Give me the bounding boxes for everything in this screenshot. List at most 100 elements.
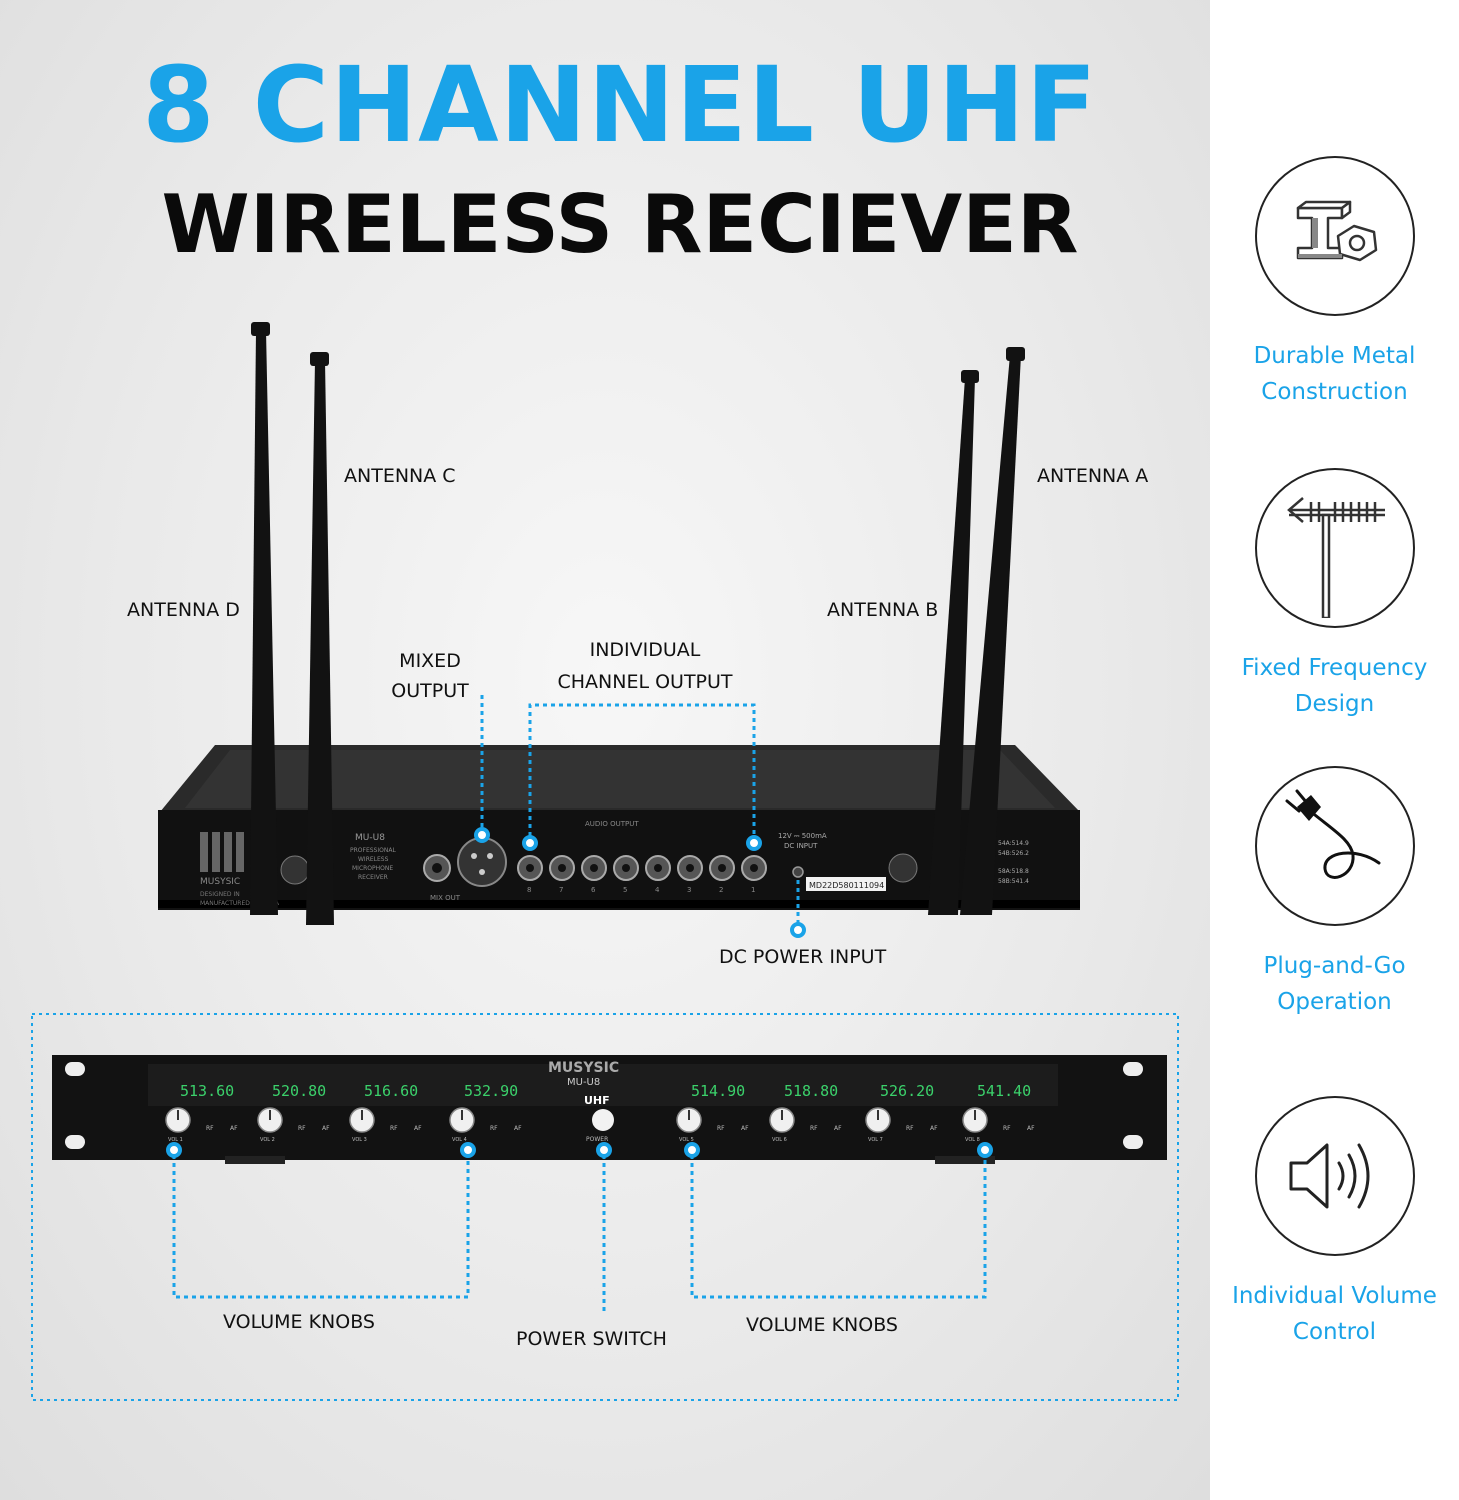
feature-fixed-frequency: Fixed Frequency Design (1210, 468, 1459, 722)
label-individual-1: INDIVIDUAL (589, 639, 701, 661)
rear-designed-in: DESIGNED IN (200, 891, 240, 898)
label-mixed-output-1: MIXED (399, 650, 461, 672)
rear-desc-3: MICROPHONE (352, 865, 393, 872)
af-indicator: AF (741, 1125, 749, 1132)
antenna-b (928, 378, 975, 915)
feature-circle (1254, 1096, 1415, 1256)
feature-circle (1254, 156, 1415, 316)
feature-caption: Durable Metal Construction (1210, 338, 1459, 410)
power-button[interactable] (592, 1109, 614, 1131)
xlr-mix-output (457, 837, 507, 887)
power-label: POWER (586, 1136, 608, 1143)
rear-view-receiver: MUSYSIC DESIGNED IN MANUFACTURED IN CHIN… (158, 745, 1080, 910)
antenna-icon (1286, 497, 1385, 618)
label-antenna-a: ANTENNA A (1037, 465, 1149, 487)
channel-output-jack: 2 (709, 855, 735, 894)
af-indicator: AF (230, 1125, 238, 1132)
frequency-display: 518.80 (784, 1082, 838, 1100)
label-volume-knobs-right: VOLUME KNOBS (746, 1314, 898, 1336)
rear-desc-1: PROFESSIONAL (350, 847, 396, 854)
rf-indicator: RF (298, 1125, 306, 1132)
channel-output-jack: 8 (517, 855, 543, 894)
label-mixed-output-2: OUTPUT (391, 680, 469, 702)
af-indicator: AF (930, 1125, 938, 1132)
volume-label: VOL 7 (868, 1137, 883, 1143)
serial-sticker (806, 877, 886, 891)
feature-line-1: Durable Metal (1253, 343, 1416, 369)
metal-beam-icon (1296, 200, 1377, 262)
dc-input-label: DC INPUT (784, 842, 818, 850)
antenna-c (306, 360, 334, 925)
feature-line-1: Fixed Frequency (1241, 655, 1428, 681)
label-antenna-b: ANTENNA B (827, 599, 939, 621)
rf-indicator: RF (1003, 1125, 1011, 1132)
front-callout-lines (172, 1155, 987, 1315)
channel-output-jack: 5 (613, 855, 639, 894)
feature-line-2: Control (1292, 1319, 1377, 1345)
front-brand: MUSYSIC (548, 1060, 619, 1076)
frequency-display: 526.20 (880, 1082, 934, 1100)
channel-number: 2 (719, 886, 723, 894)
feature-individual-volume: Individual Volume Control (1210, 1096, 1459, 1350)
volume-label: VOL 6 (772, 1137, 787, 1143)
mix-out-label: MIX OUT (430, 894, 461, 902)
freq-label-3: 58A:518.8 (998, 868, 1029, 875)
frequency-display: 532.90 (464, 1082, 518, 1100)
label-antenna-c: ANTENNA C (344, 465, 456, 487)
rear-model: MU-U8 (355, 833, 385, 843)
rf-indicator: RF (390, 1125, 398, 1132)
feature-line-2: Design (1294, 691, 1375, 717)
af-indicator: AF (322, 1125, 330, 1132)
feature-plug-and-go: Plug-and-Go Operation (1210, 766, 1459, 1020)
channel-number: 3 (687, 886, 691, 894)
frequency-display: 541.40 (977, 1082, 1031, 1100)
speaker-icon (1289, 1143, 1369, 1209)
freq-label-2: 54B:526.2 (998, 850, 1029, 857)
label-dc-power-input: DC POWER INPUT (719, 946, 887, 968)
channel-output-jack: 3 (677, 855, 703, 894)
title-line-2: WIRELESS RECIEVER (161, 178, 1079, 271)
band-label: UHF (584, 1094, 610, 1107)
frequency-display: 520.80 (272, 1082, 326, 1100)
feature-circle (1254, 766, 1415, 926)
rear-callout-dots (474, 827, 806, 938)
power-spec: 12V ⎓ 500mA (778, 832, 827, 840)
rear-callout-lines (480, 695, 800, 925)
rf-indicator: RF (206, 1125, 214, 1132)
feature-line-1: Plug-and-Go (1263, 953, 1406, 979)
feature-line-2: Construction (1261, 379, 1408, 405)
volume-label: VOL 4 (452, 1137, 467, 1143)
device-illustration: MUSYSIC DESIGNED IN MANUFACTURED IN CHIN… (31, 322, 1179, 1401)
rear-desc-4: RECEIVER (358, 874, 388, 881)
volume-label: VOL 2 (260, 1137, 275, 1143)
rf-indicator: RF (717, 1125, 725, 1132)
volume-label: VOL 1 (168, 1137, 183, 1143)
rear-desc-2: WIRELESS (358, 856, 389, 863)
front-view-frame (31, 1013, 1179, 1401)
label-individual-2: CHANNEL OUTPUT (557, 671, 733, 693)
channel-output-jack: 4 (645, 855, 671, 894)
channel-output-jack: 7 (549, 855, 575, 894)
feature-circle (1254, 468, 1415, 628)
plug-icon (1285, 789, 1380, 879)
rf-indicator: RF (810, 1125, 818, 1132)
dc-jack (792, 866, 804, 878)
freq-label-4: 58B:541.4 (998, 878, 1029, 885)
frequency-display: 514.90 (691, 1082, 745, 1100)
rf-indicator: RF (906, 1125, 914, 1132)
rear-manufactured: MANUFACTURED IN CHINA (200, 900, 280, 907)
rf-indicator: RF (490, 1125, 498, 1132)
feature-durable-metal: Durable Metal Construction (1210, 156, 1459, 410)
frequency-display: 513.60 (180, 1082, 234, 1100)
front-callout-dots (166, 1142, 993, 1158)
channel-output-jack: 6 (581, 855, 607, 894)
rear-brand: MUSYSIC (200, 877, 240, 887)
